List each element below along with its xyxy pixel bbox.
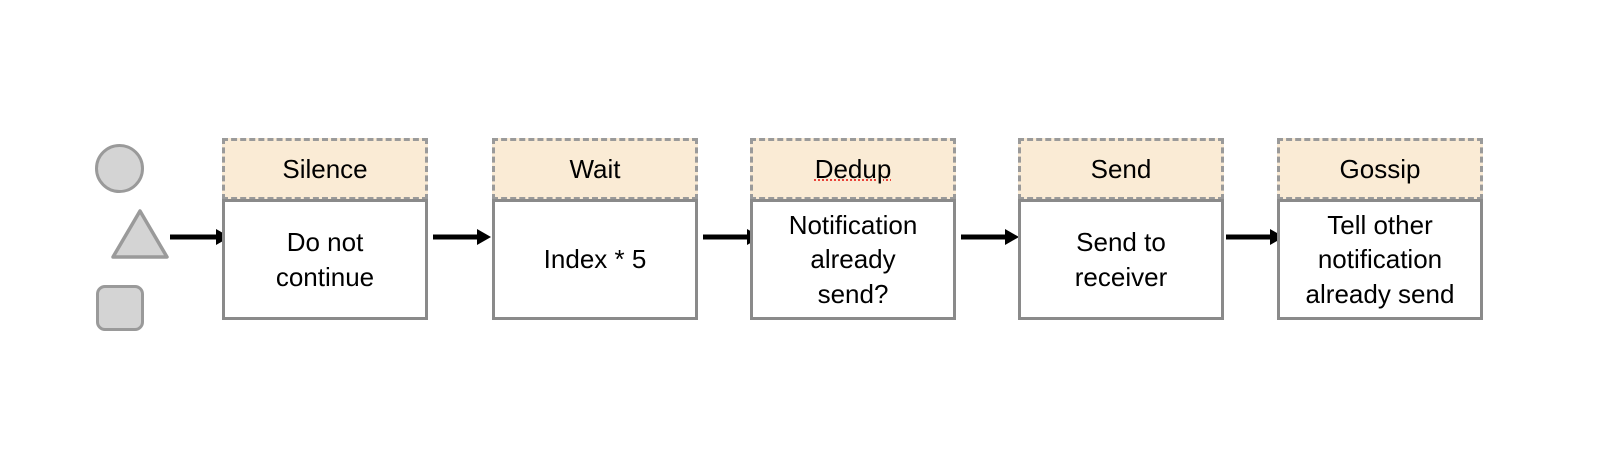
node-dedup-header: Dedup [750, 138, 956, 200]
node-silence-body-label: Do not continue [275, 227, 375, 292]
node-send-header: Send [1018, 138, 1224, 200]
node-silence-body: Do not continue [222, 199, 428, 320]
arrow-dedup-to-send [957, 227, 1021, 247]
node-dedup-body-label: Notification already send? [788, 210, 918, 309]
node-silence-header-label: Silence [282, 153, 368, 184]
node-silence-header: Silence [222, 138, 428, 200]
node-silence[interactable]: Silence Do not continue [222, 138, 428, 320]
node-wait-body-label: Index * 5 [543, 244, 647, 275]
node-gossip-body-label: Tell other notification already send [1305, 210, 1455, 309]
node-gossip-body: Tell other notification already send [1277, 199, 1483, 320]
rounded-square-shape-icon [96, 285, 144, 331]
node-wait-body: Index * 5 [492, 199, 698, 320]
node-gossip[interactable]: Gossip Tell other notification already s… [1277, 138, 1483, 320]
node-send-body-label: Send to receiver [1074, 227, 1168, 292]
circle-shape-icon [95, 144, 144, 193]
node-send-header-label: Send [1090, 153, 1152, 184]
node-dedup[interactable]: Dedup Notification already send? [750, 138, 956, 320]
node-send-body: Send to receiver [1018, 199, 1224, 320]
arrow-silence-to-wait [429, 227, 493, 247]
node-wait-header-label: Wait [569, 153, 621, 184]
node-dedup-body: Notification already send? [750, 199, 956, 320]
node-send[interactable]: Send Send to receiver [1018, 138, 1224, 320]
triangle-shape-icon [110, 208, 170, 260]
node-dedup-header-label: Dedup [814, 153, 892, 184]
node-wait-header: Wait [492, 138, 698, 200]
node-wait[interactable]: Wait Index * 5 [492, 138, 698, 320]
node-gossip-header: Gossip [1277, 138, 1483, 200]
node-gossip-header-label: Gossip [1339, 153, 1421, 184]
